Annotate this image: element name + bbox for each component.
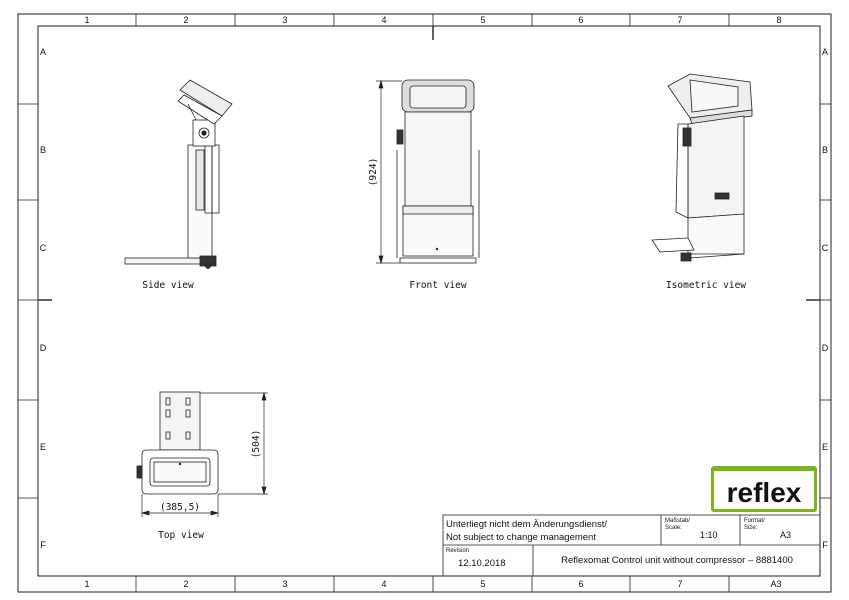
- scale-label: Maßstab/: [665, 518, 690, 524]
- centering-marks: [38, 26, 820, 301]
- grid-row-D-right: D: [822, 343, 829, 353]
- note-line-1: Unterliegt nicht dem Änderungsdienst/: [446, 519, 607, 530]
- top-width-dimension: [140, 494, 220, 517]
- height-dimension-label: (924): [368, 158, 379, 187]
- grid-row-B-right: B: [822, 145, 828, 155]
- grid-row-A-left: A: [40, 47, 46, 57]
- outer-frame: [17, 13, 832, 593]
- scale-label-en: Scale:: [665, 525, 682, 531]
- drawing-title: Reflexomat Control unit without compress…: [561, 555, 793, 566]
- grid-row-D-left: D: [40, 343, 47, 353]
- grid-column-6-bottom: 6: [578, 579, 583, 589]
- side-view-label: Side view: [142, 280, 194, 291]
- title-block: [442, 514, 821, 577]
- grid-row-A-right: A: [822, 47, 828, 57]
- top-view-drawing: [136, 391, 219, 495]
- format-value: A3: [780, 530, 791, 540]
- format-label: Format/: [744, 518, 765, 524]
- scale-value: 1:10: [700, 530, 718, 540]
- grid-column-6-top: 6: [578, 15, 583, 25]
- front-view-drawing: [396, 79, 480, 264]
- grid-column-2-bottom: 2: [183, 579, 188, 589]
- note-line-2: Not subject to change management: [446, 532, 596, 543]
- grid-column-2-top: 2: [183, 15, 188, 25]
- grid-row-E-right: E: [822, 442, 828, 452]
- grid-column-8-top: 8: [776, 15, 781, 25]
- grid-column-1-top: 1: [84, 15, 89, 25]
- inner-frame: [37, 25, 821, 577]
- revision-label: Revision: [446, 548, 469, 554]
- grid-row-F-left: F: [40, 540, 46, 550]
- reflex-logo: reflex: [711, 466, 817, 512]
- front-height-dimension: [376, 79, 402, 265]
- grid-column-7-top: 7: [677, 15, 682, 25]
- grid-column-5-top: 5: [480, 15, 485, 25]
- isometric-view-drawing: [651, 73, 753, 262]
- grid-column-4-top: 4: [381, 15, 386, 25]
- grid-row-E-left: E: [40, 442, 46, 452]
- revision-date: 12.10.2018: [458, 558, 506, 569]
- grid-column-3-bottom: 3: [282, 579, 287, 589]
- logo-text: reflex: [727, 477, 802, 508]
- grid-column-5-bottom: 5: [480, 579, 485, 589]
- width-dimension-label: (385,5): [160, 502, 200, 513]
- grid-column-4-bottom: 4: [381, 579, 386, 589]
- format-label-en: Size:: [744, 525, 758, 531]
- depth-dimension-label: (504): [251, 430, 262, 459]
- top-depth-dimension: [200, 391, 268, 496]
- side-view-drawing: [124, 79, 233, 269]
- grid-column-1-bottom: 1: [84, 579, 89, 589]
- top-view-label: Top view: [158, 530, 204, 541]
- grid-row-B-left: B: [40, 145, 46, 155]
- grid-row-C-right: C: [822, 243, 829, 253]
- front-view-label: Front view: [409, 280, 466, 291]
- grid-column-7-bottom: 7: [677, 579, 682, 589]
- sheet-size-corner: A3: [770, 579, 781, 589]
- grid-row-F-right: F: [822, 540, 828, 550]
- isometric-view-label: Isometric view: [666, 280, 746, 291]
- column-ticks: [18, 14, 831, 592]
- grid-column-3-top: 3: [282, 15, 287, 25]
- grid-row-C-left: C: [40, 243, 47, 253]
